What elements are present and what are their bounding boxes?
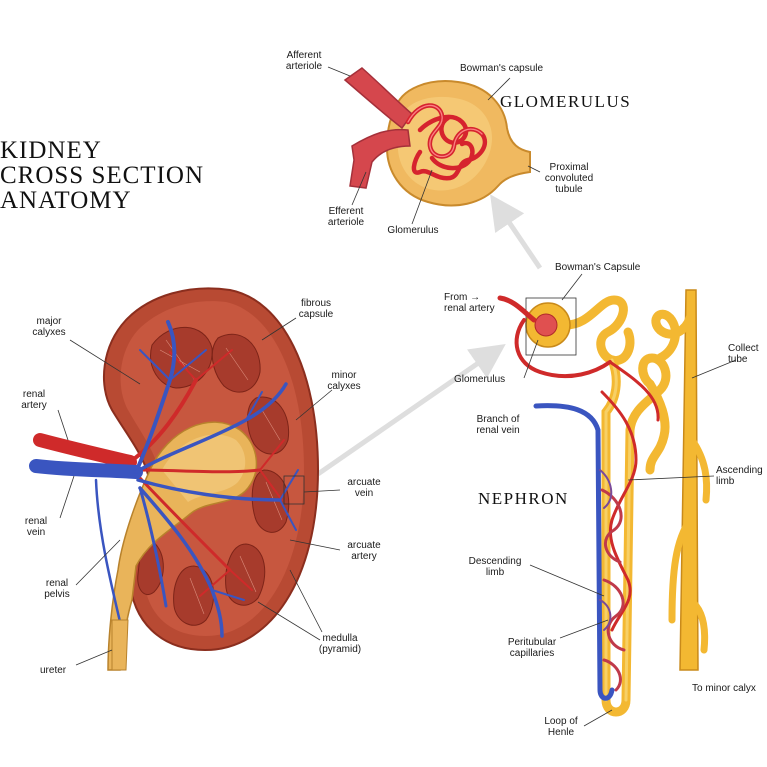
title-line-1: KIDNEY <box>0 137 102 164</box>
label-ureter: ureter <box>40 665 67 676</box>
label-arcuate-artery: arcuate artery <box>347 540 381 562</box>
renal-vein-vessels <box>29 320 299 638</box>
label-major-calyxes: major calyxes <box>32 316 66 338</box>
label-peritubular-capillaries: Peritubular capillaries <box>507 637 557 659</box>
label-renal-pelvis: renal pelvis <box>44 578 70 600</box>
label-glomerulus: Glomerulus <box>387 225 439 236</box>
peritubular-capillaries <box>600 488 626 692</box>
label-proximal-tubule: Proximal convoluted tubule <box>544 162 594 195</box>
label-loop-of-henle: Loop of Henle <box>544 716 578 738</box>
nephron-arteries <box>497 295 660 632</box>
label-nephron-bowmans-capsule: Bowman's Capsule <box>555 262 641 273</box>
nephron-veins <box>533 403 615 701</box>
label-to-minor-calyx: To minor calyx <box>692 683 756 694</box>
label-ascending-limb: Ascending limb <box>716 465 763 487</box>
glomerulus-section-title: GLOMERULUS <box>500 92 632 111</box>
label-fibrous-capsule: fibrous capsule <box>298 298 334 320</box>
label-renal-vein: renal vein <box>24 516 48 538</box>
title-line-2: CROSS SECTION <box>0 162 205 189</box>
ureter-shape <box>111 619 129 671</box>
label-descending-limb: Descending limb <box>468 556 522 578</box>
label-efferent-arteriole: Efferent arteriole <box>327 206 365 228</box>
glomerulus-illustration <box>327 66 541 225</box>
label-minor-calyxes: minor calyxes <box>327 370 361 392</box>
label-medulla: medulla (pyramid) <box>318 633 362 655</box>
kidney-illustration <box>29 287 341 671</box>
label-afferent-arteriole: Afferent arteriole <box>285 50 323 72</box>
renal-artery-vessels <box>33 349 285 597</box>
label-nephron-glomerulus: Glomerulus <box>454 374 506 385</box>
nephron-illustration <box>497 273 737 727</box>
collecting-duct-shape <box>679 289 699 671</box>
label-from-renal-artery: From → renal artery <box>444 292 495 314</box>
title-line-3: ANATOMY <box>0 187 132 214</box>
label-renal-artery: renal artery <box>21 389 47 411</box>
nephron-section-title: NEPHRON <box>478 489 569 508</box>
label-arcuate-vein: arcuate vein <box>347 477 381 499</box>
label-bowmans-capsule: Bowman's capsule <box>460 63 544 74</box>
connector-arrows <box>316 194 543 477</box>
label-branch-renal-vein: Branch of renal vein <box>476 414 520 436</box>
label-collecting-tube: Collect tube <box>728 343 759 365</box>
